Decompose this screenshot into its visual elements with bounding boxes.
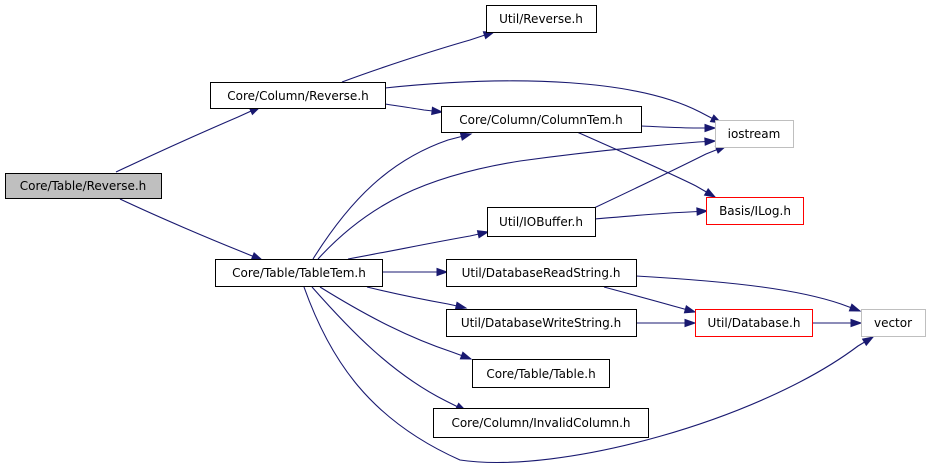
edge-core-table-tabletem-to-core-table-table xyxy=(319,286,473,360)
arrowhead-icon xyxy=(250,252,264,261)
node-label: Core/Table/Reverse.h xyxy=(20,179,147,193)
edge-line xyxy=(347,231,489,260)
arrowhead-icon xyxy=(436,267,449,277)
edge-line xyxy=(593,145,727,209)
node-iostream[interactable]: iostream xyxy=(715,120,794,148)
edge-util-databasereadstring-to-util-database xyxy=(603,286,697,314)
edge-core-column-columntem-to-iostream xyxy=(640,123,717,133)
edge-util-databasereadstring-to-vector xyxy=(635,275,862,312)
node-label: Util/DatabaseWriteString.h xyxy=(461,316,621,330)
edge-line xyxy=(312,133,472,260)
arrowhead-icon xyxy=(454,301,468,310)
arrowhead-icon xyxy=(861,336,875,347)
node-basis-ilog[interactable]: Basis/ILog.h xyxy=(706,197,804,225)
node-label: Core/Column/ColumnTem.h xyxy=(459,113,623,127)
edge-core-table-tabletem-to-util-databasereadstring xyxy=(382,267,449,277)
edge-line xyxy=(303,286,874,463)
nodes-layer: Core/Table/Reverse.h Core/Column/Reverse… xyxy=(5,5,926,438)
edge-line xyxy=(311,286,467,412)
edge-core-table-reverse-to-core-column-reverse xyxy=(115,106,262,173)
node-core-table-tabletem[interactable]: Core/Table/TableTem.h xyxy=(215,259,383,287)
edge-core-table-tabletem-to-util-databasewritestring xyxy=(366,286,468,310)
edge-line xyxy=(115,106,261,173)
edge-core-table-tabletem-to-core-column-columntem xyxy=(312,132,473,260)
edge-core-column-reverse-to-core-column-columntem xyxy=(384,103,444,116)
arrowhead-icon xyxy=(431,106,444,116)
arrowhead-icon xyxy=(848,303,862,312)
edge-line xyxy=(635,275,861,312)
node-core-column-columntem[interactable]: Core/Column/ColumnTem.h xyxy=(441,106,642,133)
arrowhead-icon xyxy=(476,230,490,239)
edge-line xyxy=(317,140,716,260)
arrowhead-icon xyxy=(696,207,709,216)
edge-core-table-tabletem-to-vector xyxy=(303,286,875,463)
node-label: Util/DatabaseReadString.h xyxy=(462,266,621,280)
edge-core-column-columntem-to-basis-ilog xyxy=(576,131,717,198)
node-label: Util/Reverse.h xyxy=(499,12,583,26)
arrowhead-icon xyxy=(704,123,717,133)
node-label: Core/Column/InvalidColumn.h xyxy=(451,416,630,430)
edge-line xyxy=(341,31,495,83)
arrowhead-icon xyxy=(684,318,697,328)
edge-util-database-to-vector xyxy=(812,318,863,328)
edge-line xyxy=(119,198,263,261)
node-label: Core/Table/Table.h xyxy=(486,367,595,381)
node-core-table-reverse[interactable]: Core/Table/Reverse.h xyxy=(5,173,162,199)
edge-line xyxy=(384,80,722,124)
edge-util-iobuffer-to-basis-ilog xyxy=(594,207,709,220)
node-core-column-invalidcolumn[interactable]: Core/Column/InvalidColumn.h xyxy=(433,408,649,438)
node-core-table-table[interactable]: Core/Table/Table.h xyxy=(472,359,610,388)
node-label: Core/Table/TableTem.h xyxy=(232,266,366,280)
node-label: vector xyxy=(874,316,912,330)
node-util-databasereadstring[interactable]: Util/DatabaseReadString.h xyxy=(446,259,637,287)
edge-core-table-reverse-to-core-table-tabletem xyxy=(119,198,264,261)
edge-line xyxy=(576,131,716,198)
node-label: Util/IOBuffer.h xyxy=(499,215,583,229)
edge-line xyxy=(603,286,696,313)
node-label: Basis/ILog.h xyxy=(719,204,791,218)
arrowhead-icon xyxy=(459,132,473,141)
arrowhead-icon xyxy=(459,351,473,360)
node-util-iobuffer[interactable]: Util/IOBuffer.h xyxy=(487,207,596,237)
edge-util-databasewritestring-to-util-database xyxy=(636,318,697,328)
node-util-databasewritestring[interactable]: Util/DatabaseWriteString.h xyxy=(446,309,637,337)
node-vector[interactable]: vector xyxy=(861,309,926,337)
edge-core-table-tabletem-to-util-iobuffer xyxy=(347,230,490,260)
arrowhead-icon xyxy=(703,188,717,198)
node-util-database[interactable]: Util/Database.h xyxy=(695,309,813,337)
node-label: iostream xyxy=(728,127,781,141)
node-core-column-reverse[interactable]: Core/Column/Reverse.h xyxy=(210,82,386,109)
edge-line xyxy=(640,125,715,129)
edge-core-column-reverse-to-util-reverse xyxy=(341,31,496,83)
arrowhead-icon xyxy=(850,318,863,328)
edge-line xyxy=(366,286,467,309)
edge-core-table-tabletem-to-iostream xyxy=(317,137,717,260)
arrowhead-icon xyxy=(683,305,697,314)
arrowhead-icon xyxy=(704,137,717,146)
node-label: Util/Database.h xyxy=(708,316,801,330)
edge-line xyxy=(594,210,708,220)
node-util-reverse[interactable]: Util/Reverse.h xyxy=(486,5,597,33)
edge-line xyxy=(384,103,443,113)
edge-line xyxy=(319,286,472,360)
node-label: Core/Column/Reverse.h xyxy=(227,89,368,103)
